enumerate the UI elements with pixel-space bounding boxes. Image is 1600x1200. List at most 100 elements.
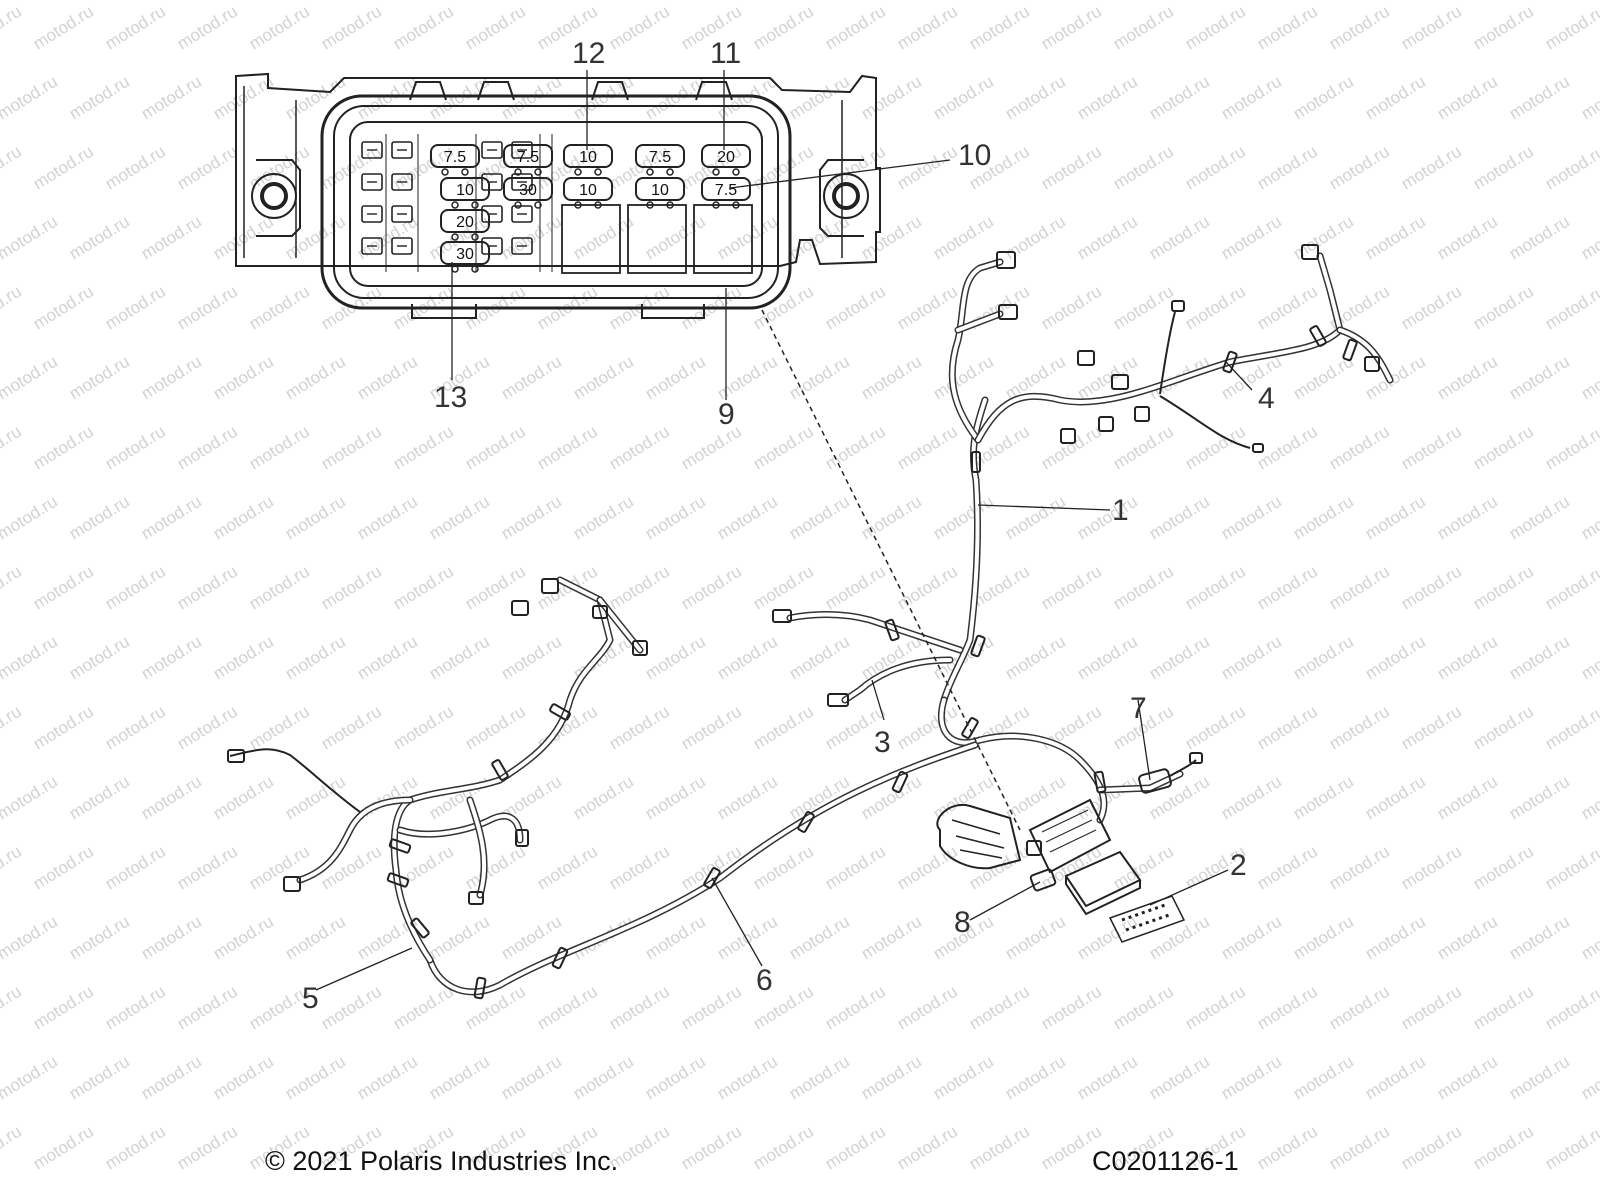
watermark-text: motod.ru [714, 912, 781, 964]
watermark-text: motod.ru [282, 212, 349, 264]
watermark-text: motod.ru [498, 72, 565, 124]
harness-clamp [970, 634, 986, 658]
watermark-text: motod.ru [1218, 72, 1285, 124]
callout-13: 13 [434, 381, 467, 414]
watermark-text: motod.ru [858, 352, 925, 404]
fuse: 10 [440, 177, 490, 209]
watermark-text: motod.ru [750, 562, 817, 614]
watermark-text: motod.ru [426, 492, 493, 544]
watermark-text: motod.ru [1542, 142, 1600, 194]
watermark-text: motod.ru [894, 842, 961, 894]
watermark-text: motod.ru [1506, 772, 1573, 824]
watermark-text: motod.ru [66, 492, 133, 544]
harness-clamp [961, 717, 979, 739]
watermark-text: motod.ru [282, 72, 349, 124]
watermark-text: motod.ru [1542, 422, 1600, 474]
callout-labels: 12 11 10 9 13 1 4 3 7 2 8 6 5 [302, 37, 1275, 1015]
watermark-text: motod.ru [390, 702, 457, 754]
watermark-text: motod.ru [1398, 702, 1465, 754]
fuse-rating: 7.5 [649, 149, 671, 166]
detail-reference-line [761, 309, 1021, 831]
watermark-text: motod.ru [390, 562, 457, 614]
watermark-text: motod.ru [1578, 352, 1600, 404]
harness-clamp [703, 867, 721, 889]
fuse: 7.5 [430, 144, 480, 176]
watermark-text: motod.ru [210, 772, 277, 824]
watermark-text: motod.ru [246, 562, 313, 614]
watermark-text: motod.ru [966, 982, 1033, 1034]
watermark-text: motod.ru [1290, 772, 1357, 824]
harness-clamp [1309, 325, 1327, 347]
watermark-text: motod.ru [1038, 2, 1105, 54]
watermark-text: motod.ru [102, 562, 169, 614]
watermark-text: motod.ru [894, 282, 961, 334]
fuse: 20 [440, 209, 490, 241]
watermark-text: motod.ru [282, 352, 349, 404]
watermark-text: motod.ru [30, 282, 97, 334]
watermark-text: motod.ru [1290, 492, 1357, 544]
watermark-text: motod.ru [642, 492, 709, 544]
watermark-text: motod.ru [0, 1122, 25, 1174]
drawing-number: C0201126-1 [1092, 1146, 1239, 1176]
watermark-text: motod.ru [786, 632, 853, 684]
watermark-text: motod.ru [0, 772, 61, 824]
watermark-text: motod.ru [210, 352, 277, 404]
watermark-text: motod.ru [1398, 282, 1465, 334]
watermark-text: motod.ru [462, 842, 529, 894]
watermark-text: motod.ru [1110, 422, 1177, 474]
watermark-text: motod.ru [174, 142, 241, 194]
harness-clamp [388, 838, 412, 854]
inline-fuse-holder [1138, 759, 1197, 794]
watermark-text: motod.ru [1434, 492, 1501, 544]
watermark-text: motod.ru [1326, 982, 1393, 1034]
watermark-text: motod.ru [1254, 2, 1321, 54]
watermark-text: motod.ru [1506, 632, 1573, 684]
watermark-text: motod.ru [282, 492, 349, 544]
watermark-text: motod.ru [318, 562, 385, 614]
watermark-text: motod.ru [534, 982, 601, 1034]
relay-2 [627, 204, 687, 274]
watermark-text: motod.ru [1398, 842, 1465, 894]
watermark-text: motod.ru [1326, 702, 1393, 754]
harness-connector [511, 600, 529, 616]
watermark-text: motod.ru [1578, 492, 1600, 544]
fuse-rating: 10 [456, 182, 474, 199]
watermark-text: motod.ru [210, 492, 277, 544]
fuse-rating: 10 [651, 182, 669, 199]
watermark-text: motod.ru [30, 142, 97, 194]
watermark-text: motod.ru [318, 702, 385, 754]
callout-7: 7 [1130, 692, 1147, 725]
watermark-text: motod.ru [750, 1122, 817, 1174]
watermark-text: motod.ru [1110, 282, 1177, 334]
watermark-text: motod.ru [318, 982, 385, 1034]
watermark-text: motod.ru [1362, 632, 1429, 684]
watermark-text: motod.ru [174, 2, 241, 54]
watermark-text: motod.ru [318, 422, 385, 474]
watermark-text: motod.ru [1362, 772, 1429, 824]
watermark-text: motod.ru [1398, 982, 1465, 1034]
watermark-text: motod.ru [678, 982, 745, 1034]
watermark-text: motod.ru [1398, 1122, 1465, 1174]
watermark-text: motod.ru [894, 422, 961, 474]
watermark-text: motod.ru [642, 72, 709, 124]
watermark-text: motod.ru [822, 1122, 889, 1174]
watermark-text: motod.ru [1434, 1052, 1501, 1104]
watermark-text: motod.ru [930, 212, 997, 264]
watermark-text: motod.ru [1542, 2, 1600, 54]
watermark-text: motod.ru [1110, 142, 1177, 194]
harness-connector [1189, 752, 1203, 764]
terminal-slot [361, 237, 383, 255]
watermark-text: motod.ru [138, 492, 205, 544]
harness-connector [1301, 244, 1319, 260]
harness-connector [827, 693, 849, 707]
harness-connector [1171, 300, 1185, 312]
relay-1 [561, 204, 621, 274]
terminal-slot [391, 205, 413, 223]
watermark-text: motod.ru [1254, 842, 1321, 894]
watermark-text: motod.ru [1506, 1052, 1573, 1104]
harness-connector [1134, 406, 1150, 422]
harness-clamp [884, 618, 900, 642]
watermark-text: motod.ru [462, 422, 529, 474]
watermark-text: motod.ru [174, 842, 241, 894]
watermark-text: motod.ru [1110, 562, 1177, 614]
